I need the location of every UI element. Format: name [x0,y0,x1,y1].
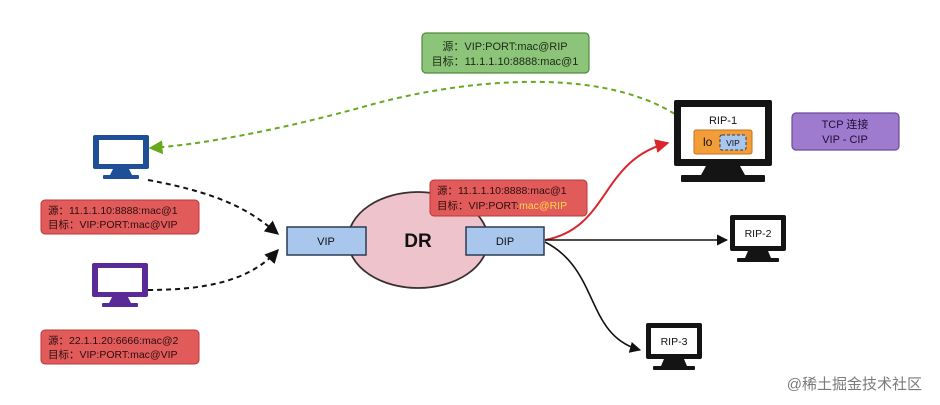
dr-packet-line2-prefix: 目标：VIP:PORT: [437,200,519,212]
dip-interface [465,226,545,256]
dip-interface-label: DIP [496,236,514,248]
tcp-connection-line1: TCP 连接 [822,118,869,131]
return-packet-label: 源：VIP:PORT:mac@RIP 目标：11.1.1.10:8888:mac… [421,32,590,74]
client2-packet-box [40,329,200,365]
lo-interface-label: lo [703,135,713,149]
dip-to-rip3-arrow [544,241,642,353]
rip2-monitor-icon [730,215,786,262]
client1-packet-line2: 目标：VIP:PORT:mac@VIP [48,219,178,231]
return-packet-line2: 目标：11.1.1.10:8888:mac@1 [432,54,579,68]
vip-interface-label: VIP [317,236,335,248]
watermark: @稀土掘金技术社区 [787,376,922,393]
return-packet-line1: 源：VIP:PORT:mac@RIP [442,39,567,53]
dr-packet-line2-highlight: mac@RIP [519,200,567,212]
rip2-label: RIP-2 [745,228,772,240]
rip3-label: RIP-3 [661,336,688,348]
rip1-label: RIP-1 [709,115,737,127]
dip-to-rip1-arrow [544,139,670,241]
client2-monitor-icon [92,263,148,307]
lo-vip-badge [719,134,747,151]
client2-packet-label: 源：22.1.1.20:6666:mac@2 目标：VIP:PORT:mac@V… [40,329,200,365]
tcp-connection-label: TCP 连接 VIP - CIP [791,112,900,151]
client2-to-vip-arrow [147,248,279,291]
rip3-monitor-icon [646,323,702,370]
client2-packet-line2: 目标：VIP:PORT:mac@VIP [48,349,178,361]
return-packet-box [421,32,590,74]
dr-packet-line1: 源：11.1.1.10:8888:mac@1 [437,184,567,197]
lo-vip-label: VIP [726,138,740,148]
client1-to-vip-arrow [147,179,280,235]
dr-title: DR [404,231,432,252]
client1-packet-label: 源：11.1.1.10:8888:mac@1 目标：VIP:PORT:mac@V… [40,199,200,235]
client2-packet-line1: 源：22.1.1.20:6666:mac@2 [48,334,178,347]
client1-monitor-icon [93,135,149,179]
dr-packet-label: 源：11.1.1.10:8888:mac@1 目标：VIP:PORT:mac@R… [429,179,588,217]
dr-packet-box [429,179,588,217]
dr-packet-line2: 目标：VIP:PORT:mac@RIP [437,200,567,212]
client1-packet-line1: 源：11.1.1.10:8888:mac@1 [48,204,178,217]
tcp-connection-line2: VIP - CIP [822,134,868,146]
client1-packet-box [40,199,200,235]
return-path-arrow [148,80,697,155]
tcp-connection-box [791,112,900,151]
vip-interface [286,226,367,256]
